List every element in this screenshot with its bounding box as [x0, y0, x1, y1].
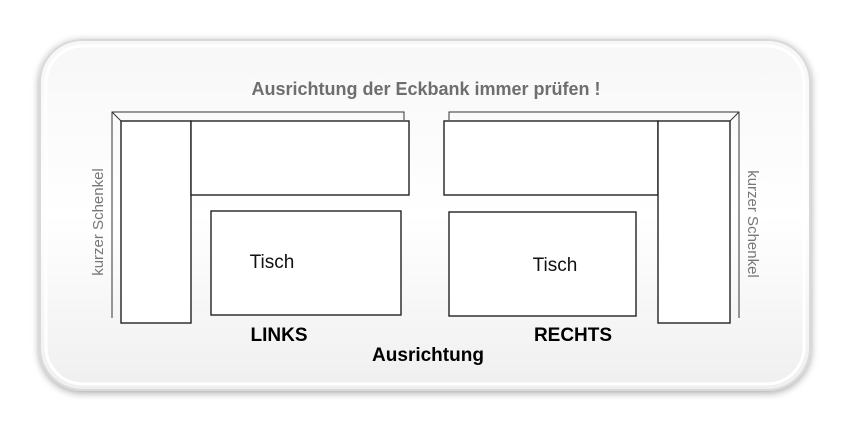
orientation-footer: Ausrichtung: [372, 345, 484, 366]
left-table-label: Tisch: [250, 252, 295, 273]
right-corner-bench: [443, 111, 740, 324]
right-long-leg: [443, 120, 659, 196]
right-short-leg: [657, 120, 731, 324]
right-table-label: Tisch: [533, 255, 578, 276]
left-short-leg: [120, 120, 192, 324]
left-long-leg: [190, 120, 410, 196]
right-side-label: kurzer Schenkel: [744, 170, 761, 278]
heading: Ausrichtung der Eckbank immer prüfen !: [251, 79, 600, 99]
right-table: [448, 211, 637, 317]
left-orientation-label: LINKS: [251, 325, 308, 346]
right-orientation-label: RECHTS: [534, 325, 612, 346]
left-table: [210, 210, 402, 316]
left-corner-bench: [111, 111, 410, 324]
left-side-label: kurzer Schenkel: [90, 168, 107, 276]
